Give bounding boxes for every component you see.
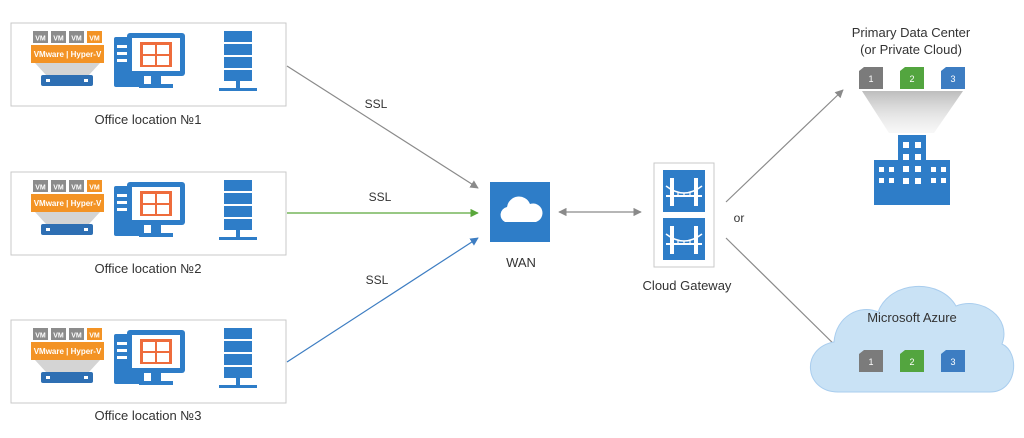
cloud-gateway (653, 162, 715, 268)
ssl-link-3 (286, 237, 479, 363)
gateway-label: Cloud Gateway (643, 278, 732, 293)
office-location-2: VM VM VM VM VMware | Hyper-V (10, 171, 287, 256)
repository-3: 3 (941, 67, 965, 89)
vm-label: VM (89, 185, 100, 192)
ssl-label-2: SSL (369, 190, 392, 204)
vm-label: VM (35, 333, 46, 340)
repository-number: 1 (868, 74, 873, 84)
datacenter-beam (862, 91, 963, 133)
datacenter-title-line2: (or Private Cloud) (860, 42, 962, 57)
building-icon (874, 135, 950, 205)
office-location-label: Office location №3 (95, 408, 202, 423)
wan-label: WAN (506, 255, 536, 270)
vm-label: VM (89, 36, 100, 43)
datacenter-repositories: 1 2 3 (859, 67, 965, 89)
bridge-icon (663, 170, 705, 212)
repository-2: 2 (900, 67, 924, 89)
vm-label: VM (71, 333, 82, 340)
repository-2: 2 (900, 350, 924, 372)
repository-number: 2 (909, 357, 914, 367)
vm-label: VM (53, 36, 64, 43)
gateway-azure-link (725, 237, 847, 357)
repository-number: 3 (950, 74, 955, 84)
repository-number: 2 (909, 74, 914, 84)
ssl-link-1 (286, 65, 479, 189)
hypervisor-label: VMware | Hyper-V (34, 50, 102, 59)
repository-1: 1 (859, 350, 883, 372)
bridge-icon (663, 218, 705, 260)
vm-label: VM (71, 185, 82, 192)
ssl-label-1: SSL (365, 97, 388, 111)
repository-3: 3 (941, 350, 965, 372)
office-location-1: VM VM VM VM VMware | Hyper-V (10, 22, 287, 107)
gateway-datacenter-link (725, 89, 844, 203)
azure-repositories: 1 2 3 (859, 350, 965, 372)
office-location-3: VM VM VM VM VMware | Hyper-V (10, 319, 287, 404)
azure-cloud (809, 285, 1015, 393)
wan-node (490, 182, 550, 242)
vm-label: VM (35, 36, 46, 43)
office-location-label: Office location №2 (95, 261, 202, 276)
vm-label: VM (71, 36, 82, 43)
azure-label: Microsoft Azure (867, 310, 957, 325)
vm-label: VM (53, 185, 64, 192)
or-label: or (734, 211, 745, 225)
datacenter-title-line1: Primary Data Center (852, 25, 971, 40)
vm-label: VM (53, 333, 64, 340)
cloud-icon (500, 196, 543, 222)
ssl-label-3: SSL (366, 273, 389, 287)
repository-1: 1 (859, 67, 883, 89)
office-location-label: Office location №1 (95, 112, 202, 127)
hypervisor-label: VMware | Hyper-V (34, 347, 102, 356)
vm-label: VM (89, 333, 100, 340)
repository-number: 1 (868, 357, 873, 367)
hypervisor-label: VMware | Hyper-V (34, 199, 102, 208)
vm-label: VM (35, 185, 46, 192)
repository-number: 3 (950, 357, 955, 367)
